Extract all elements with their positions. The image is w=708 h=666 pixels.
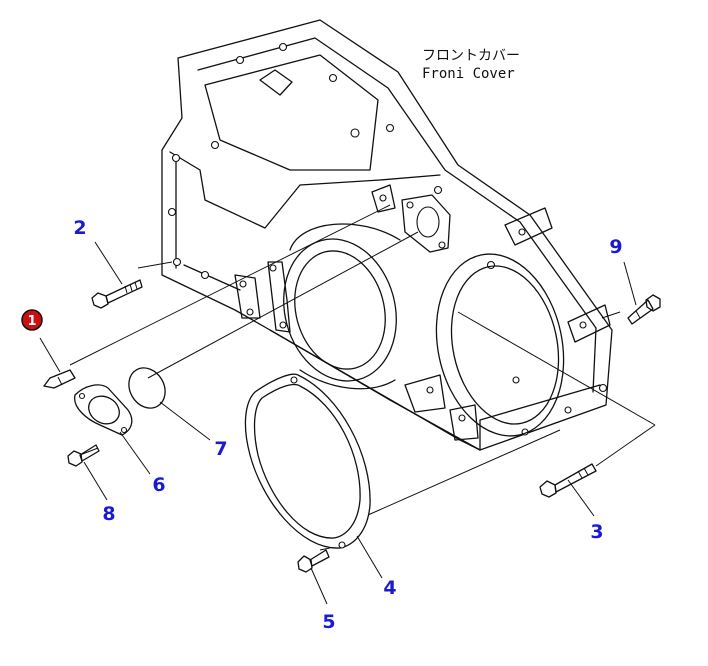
bolt-8 [67,444,100,467]
bolt-9 [627,294,661,325]
callout-5-label[interactable]: 5 [322,611,335,633]
leader-lines [39,241,637,605]
left-bore [283,223,401,390]
assembly-lines [69,204,656,551]
dowel-pin [43,369,76,389]
o-ring [128,367,166,409]
bolt-5 [297,549,330,573]
gasket [244,373,371,549]
callout-3-label[interactable]: 3 [590,521,603,543]
callout-4-label[interactable]: 4 [383,577,396,599]
right-bore [435,253,565,437]
front-cover-housing [161,19,613,451]
title-en: Froni Cover [422,66,515,82]
cover-plate [74,384,133,436]
callout-1-badge[interactable]: 1 [21,309,43,331]
callout-7-label[interactable]: 7 [214,438,227,460]
bolt-3 [539,463,597,498]
callout-8-label[interactable]: 8 [102,503,115,525]
bolt-2 [91,279,143,309]
callout-1-label: 1 [27,314,36,329]
title-jp: フロントカバー [422,48,520,64]
callout-9-label[interactable]: 9 [609,236,622,258]
callout-6-label[interactable]: 6 [152,474,165,496]
mounting-bosses [234,184,611,441]
callout-2-label[interactable]: 2 [73,217,86,239]
